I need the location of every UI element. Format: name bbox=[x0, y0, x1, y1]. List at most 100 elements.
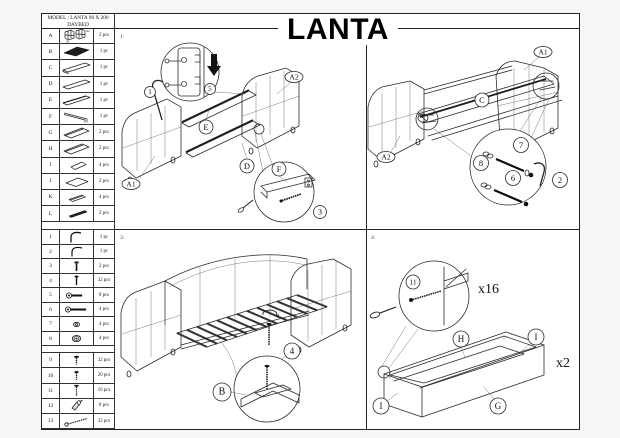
slat-platform bbox=[176, 294, 328, 348]
parts-row-k: K 4 pcs bbox=[42, 189, 114, 207]
rail-d bbox=[185, 119, 261, 158]
hw-4-callout bbox=[283, 342, 301, 360]
label-i-left bbox=[372, 397, 390, 415]
parts-row-i: I 4 pcs bbox=[42, 157, 114, 174]
parts-row-a: A A1 A2 2 pcs bbox=[42, 28, 114, 45]
hw-1-callout bbox=[144, 86, 156, 98]
thumb-a2-label: A2 bbox=[86, 29, 90, 33]
bolt-icon bbox=[60, 259, 94, 273]
part-id: F bbox=[42, 108, 60, 125]
label-i-right bbox=[527, 328, 545, 346]
back-panel bbox=[164, 254, 308, 329]
hardware-id: 5 bbox=[42, 288, 60, 302]
page-title: LANTA bbox=[278, 15, 398, 45]
drawer-box bbox=[383, 331, 545, 418]
hardware-id: 10 bbox=[42, 368, 60, 383]
label-e bbox=[198, 119, 214, 135]
model-line2: DAYBED bbox=[67, 21, 89, 28]
parts-row-h: H 2 pcs bbox=[42, 141, 114, 158]
hardware-qty: 20 pcs bbox=[97, 373, 111, 379]
part-qty: 1 pc bbox=[99, 81, 109, 87]
hardware-id: 9 bbox=[42, 353, 60, 368]
hardware-row-13: 13 32 pcs bbox=[42, 414, 114, 429]
hw-8-label: 8 bbox=[479, 158, 483, 168]
screw-icon bbox=[60, 414, 94, 429]
part-l-thumbnail bbox=[60, 206, 94, 222]
hardware-id: 2 bbox=[42, 244, 60, 259]
arm-panel-a1 bbox=[121, 98, 182, 184]
hardware-id: 12 bbox=[42, 398, 60, 413]
callout-corner-detail bbox=[398, 260, 470, 332]
label-a1-text: A1 bbox=[126, 180, 135, 189]
table-section-gap bbox=[42, 222, 114, 231]
parts-row-c: C 1 pc bbox=[42, 60, 114, 77]
part-e-thumbnail bbox=[60, 92, 94, 108]
hardware-row-11: 11 16 pcs bbox=[42, 383, 114, 399]
front-rail bbox=[180, 310, 310, 350]
hardware-qty: 1 pc bbox=[99, 234, 109, 240]
label-f bbox=[271, 161, 287, 177]
part-j-thumbnail bbox=[60, 173, 94, 189]
parts-row-d: D 1 pc bbox=[42, 76, 114, 93]
hw-3-callout bbox=[313, 205, 327, 219]
part-qty: 1 pc bbox=[99, 97, 109, 103]
hardware-qty: 4 pcs bbox=[99, 321, 109, 327]
part-qty: 1 pc bbox=[99, 65, 109, 71]
hardware-qty: 4 pcs bbox=[99, 307, 109, 312]
hardware-qty: 32 pcs bbox=[97, 418, 111, 424]
label-a1 bbox=[533, 46, 553, 58]
label-a2 bbox=[376, 151, 396, 163]
callout-bracket-detail bbox=[160, 42, 247, 102]
parts-row-l: L 2 pcs bbox=[42, 206, 114, 223]
bracket-icon bbox=[60, 398, 94, 413]
screw-icon bbox=[60, 368, 94, 383]
hardware-row-10: 10 20 pcs bbox=[42, 368, 114, 384]
callout-f-detail bbox=[237, 161, 316, 223]
hardware-row-2: 2 1 pc bbox=[42, 244, 114, 260]
hardware-row-5: 5 8 pcs bbox=[42, 288, 114, 303]
detail-marker-left bbox=[415, 107, 439, 131]
rail-e bbox=[181, 89, 257, 128]
parts-table: A A1 A2 2 pcs B bbox=[42, 28, 115, 429]
hardware-qty: 1 pc bbox=[99, 249, 109, 254]
hw-2-callout bbox=[552, 172, 568, 188]
step-3-diagram: 3: bbox=[120, 235, 352, 423]
hardware-qty: 2 pcs bbox=[99, 263, 109, 269]
arm-panel-a2 bbox=[241, 67, 300, 155]
table-section-gap bbox=[42, 346, 114, 354]
label-c-text: C bbox=[479, 95, 485, 105]
hw-5-callout bbox=[204, 83, 216, 95]
screw-count: x16 bbox=[478, 282, 499, 297]
hardware-row-12: 12 8 pcs bbox=[42, 398, 114, 414]
parts-row-j: J 2 pcs bbox=[42, 173, 114, 190]
part-b-thumbnail bbox=[60, 44, 94, 60]
hardware-row-9: 9 32 pcs bbox=[42, 353, 114, 369]
parts-row-g: G 2 pcs bbox=[42, 125, 114, 142]
washer-icon bbox=[60, 317, 94, 331]
label-c bbox=[474, 92, 490, 108]
part-d-thumbnail bbox=[60, 76, 94, 92]
part-id: C bbox=[42, 60, 60, 76]
parts-row-b: B 1 pc bbox=[42, 44, 114, 61]
hardware-id: 11 bbox=[42, 383, 60, 398]
part-qty: 1 pc bbox=[99, 114, 109, 120]
part-qty: 1 pc bbox=[99, 49, 109, 55]
screw-icon bbox=[60, 353, 94, 368]
hw-6-callout bbox=[505, 170, 521, 186]
part-id: G bbox=[42, 125, 60, 141]
hardware-id: 3 bbox=[42, 259, 60, 273]
hw-4-label: 4 bbox=[290, 346, 295, 356]
label-h bbox=[452, 330, 470, 348]
part-qty: 2 pcs bbox=[99, 130, 109, 136]
label-g bbox=[489, 397, 507, 415]
part-id: J bbox=[42, 173, 60, 189]
hardware-qty: 32 pcs bbox=[97, 357, 111, 363]
screwdriver-icon bbox=[369, 306, 397, 319]
screw-icon bbox=[60, 383, 94, 398]
part-qty: 2 pcs bbox=[99, 33, 109, 39]
screw-icon bbox=[60, 273, 94, 288]
hardware-qty: 8 pcs bbox=[99, 403, 109, 409]
parts-row-f: F 1 pc bbox=[42, 108, 114, 126]
detail-marker bbox=[377, 365, 391, 379]
hw-11-callout bbox=[405, 274, 421, 290]
